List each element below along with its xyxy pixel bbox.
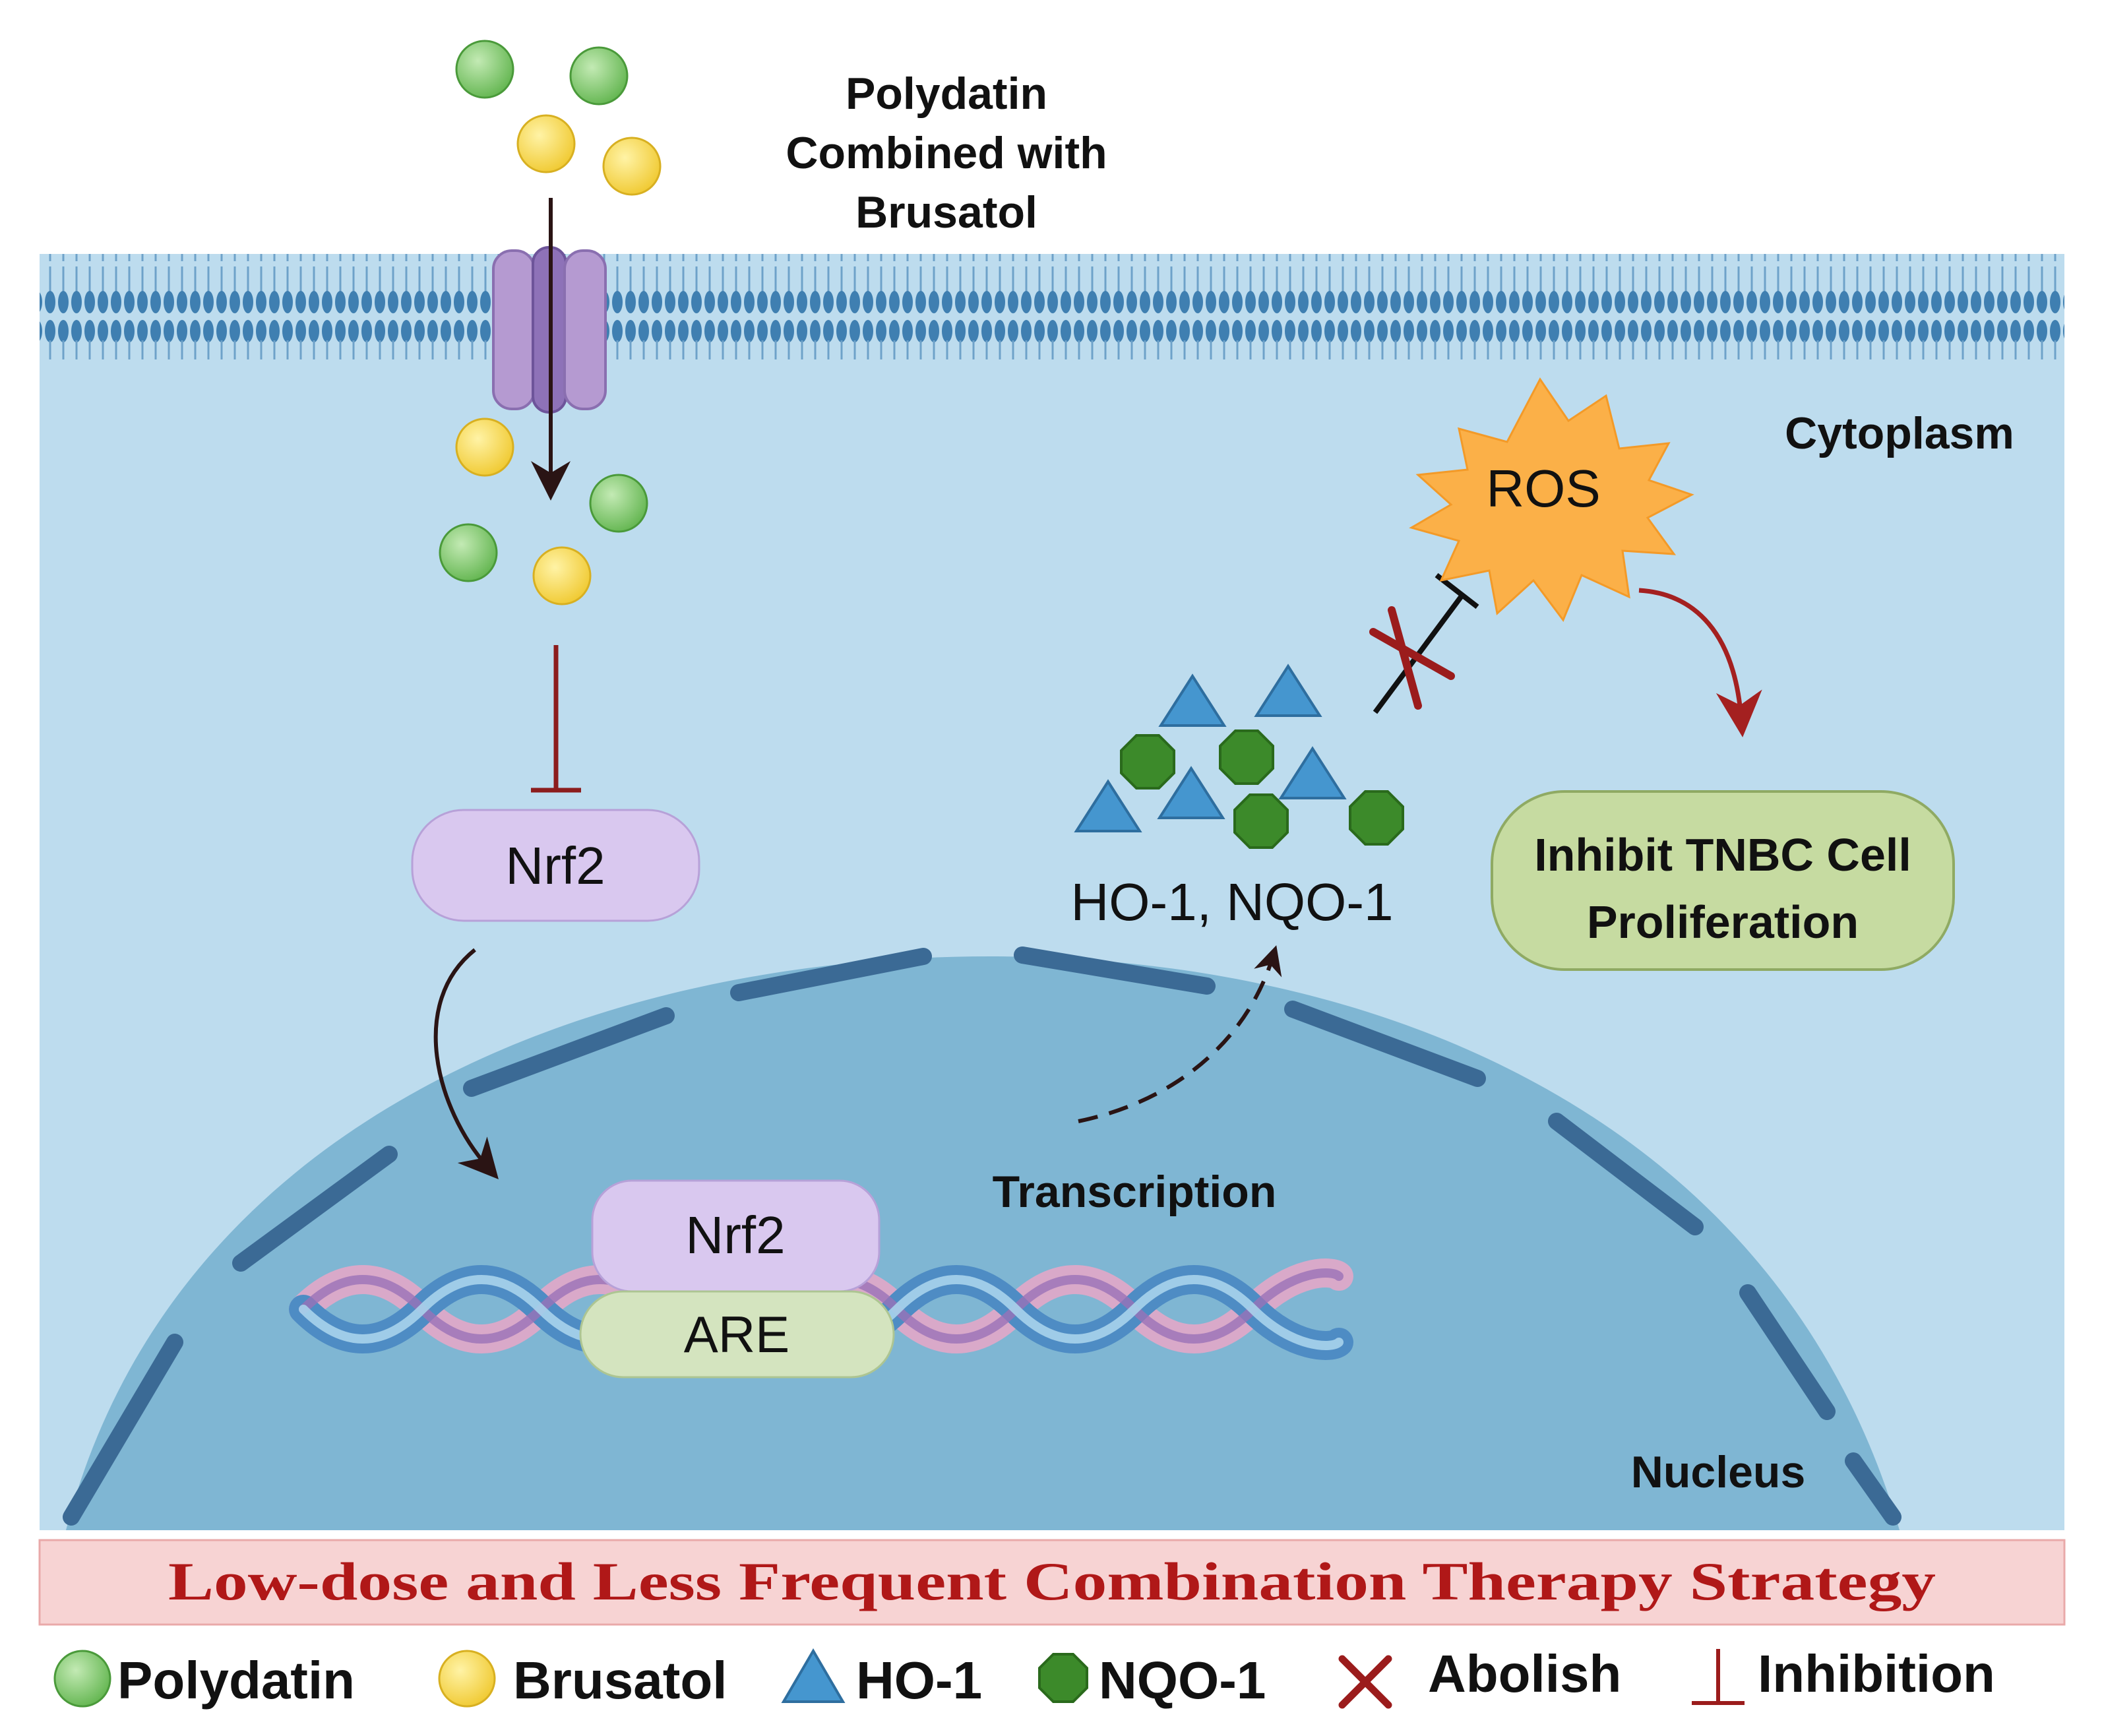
- strategy-banner-text: Low-dose and Less Frequent Combination T…: [168, 1551, 1936, 1611]
- outcome-box: [1491, 790, 1955, 971]
- drug-label-line2: Combined with: [786, 128, 1107, 178]
- legend-ho1-icon: [781, 1648, 846, 1703]
- nqo1-octagon: [1233, 793, 1289, 849]
- nuclear-envelope: [63, 946, 1901, 1526]
- abolish-cross: [1369, 606, 1455, 710]
- cytoplasm-label: Cytoplasm: [1785, 408, 2014, 458]
- brusatol-particle: [602, 137, 662, 196]
- legend-nqo1-icon: [1038, 1653, 1088, 1703]
- transcription-arrow: [1078, 945, 1282, 1123]
- legend-polydatin-icon: [53, 1650, 111, 1708]
- enzymes-label: HO-1, NQO-1: [1071, 873, 1394, 931]
- ho1-triangle: [1074, 779, 1142, 832]
- translocation-arrow: [433, 948, 499, 1179]
- legend-ho1-label: HO-1: [856, 1651, 982, 1710]
- nrf2-cytoplasm-label: Nrf2: [505, 836, 605, 895]
- ros-outcome-arrow: [1638, 588, 1762, 737]
- ho1-triangle: [1278, 746, 1347, 799]
- outcome-label-line1: Inhibit TNBC Cell: [1534, 829, 1911, 881]
- abolished-inhibition: [1369, 573, 1479, 714]
- legend: Polydatin Brusatol HO-1 NQO-1 Abolish In…: [53, 1644, 1995, 1710]
- drug-label-line1: Polydatin: [846, 69, 1047, 119]
- strategy-banner: [38, 1539, 2066, 1626]
- nrf2-nucleus-label: Nrf2: [685, 1206, 785, 1264]
- brusatol-particle: [516, 114, 576, 173]
- legend-abolish-icon: [1338, 1655, 1392, 1709]
- legend-brusatol-icon: [438, 1650, 496, 1708]
- brusatol-particle: [532, 546, 592, 605]
- ho1-triangle: [1158, 673, 1227, 727]
- drug-label-line3: Brusatol: [855, 187, 1037, 237]
- legend-inhibition-icon: [1692, 1649, 1745, 1705]
- legend-polydatin-label: Polydatin: [117, 1651, 355, 1710]
- enzyme-cluster: [1074, 664, 1404, 849]
- polydatin-particle: [589, 474, 648, 533]
- ros-burst: [1409, 377, 1694, 623]
- nqo1-octagon: [1219, 729, 1274, 785]
- legend-brusatol-label: Brusatol: [513, 1651, 727, 1710]
- brusatol-particle: [455, 418, 514, 477]
- ros-label: ROS: [1486, 459, 1600, 518]
- outcome-label-line2: Proliferation: [1587, 896, 1859, 948]
- cell-membrane-lipids: [40, 254, 2064, 359]
- polydatin-particle: [455, 40, 514, 99]
- nrf2-cytoplasm-box: [411, 809, 700, 922]
- nqo1-octagon: [1120, 734, 1175, 790]
- nucleus: [66, 956, 1900, 1530]
- inhibition-symbol-nrf2: [531, 645, 581, 793]
- intracellular-drugs: [439, 418, 648, 605]
- are-label: ARE: [684, 1305, 789, 1363]
- nucleus-label: Nucleus: [1631, 1447, 1806, 1497]
- legend-abolish-label: Abolish: [1428, 1644, 1621, 1703]
- nqo1-octagon: [1349, 790, 1404, 846]
- ho1-triangle: [1157, 766, 1225, 819]
- extracellular-drugs: [455, 40, 662, 196]
- ho1-triangle: [1254, 664, 1322, 717]
- membrane-channel: [492, 246, 607, 414]
- polydatin-particle: [569, 46, 629, 106]
- are-box: [579, 1290, 895, 1379]
- transcription-label: Transcription: [993, 1167, 1277, 1217]
- legend-inhibition-label: Inhibition: [1758, 1644, 1995, 1703]
- polydatin-particle: [439, 523, 498, 582]
- legend-nqo1-label: NQO-1: [1099, 1651, 1266, 1710]
